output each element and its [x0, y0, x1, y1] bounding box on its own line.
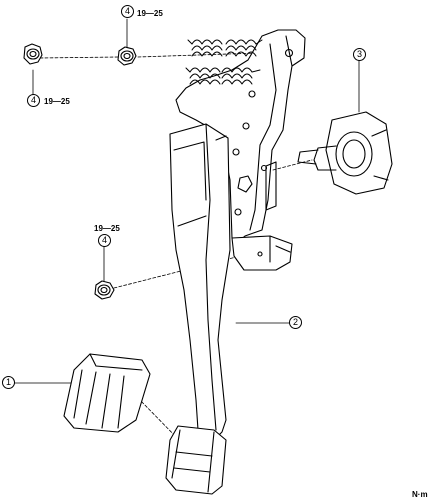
- pedal-arm: [169, 123, 231, 441]
- callout-pedal-arm: 2: [289, 316, 302, 329]
- callout-nut-mid: 4: [98, 234, 111, 247]
- callout-nut-left: 4: [27, 94, 40, 107]
- pedal-pad-loose: [63, 353, 151, 433]
- pedal-bracket: [175, 29, 306, 243]
- torque-label-mid: 19—25: [94, 224, 120, 233]
- torque-label-top: 19—25: [137, 9, 163, 18]
- stopper-bracket: [231, 235, 293, 271]
- return-springs: [185, 39, 263, 85]
- callout-pedal-pad: 1: [2, 376, 15, 389]
- unit-label: N·m: [412, 490, 428, 499]
- nut-mid: [94, 280, 115, 300]
- callout-switch: 3: [353, 48, 366, 61]
- callout-nut-top: 4: [121, 5, 134, 18]
- brake-switch: [297, 111, 393, 195]
- nut-top: [117, 46, 137, 66]
- torque-label-left: 19—25: [44, 97, 70, 106]
- nut-left: [23, 43, 43, 65]
- pedal-pad-mounted: [165, 425, 227, 495]
